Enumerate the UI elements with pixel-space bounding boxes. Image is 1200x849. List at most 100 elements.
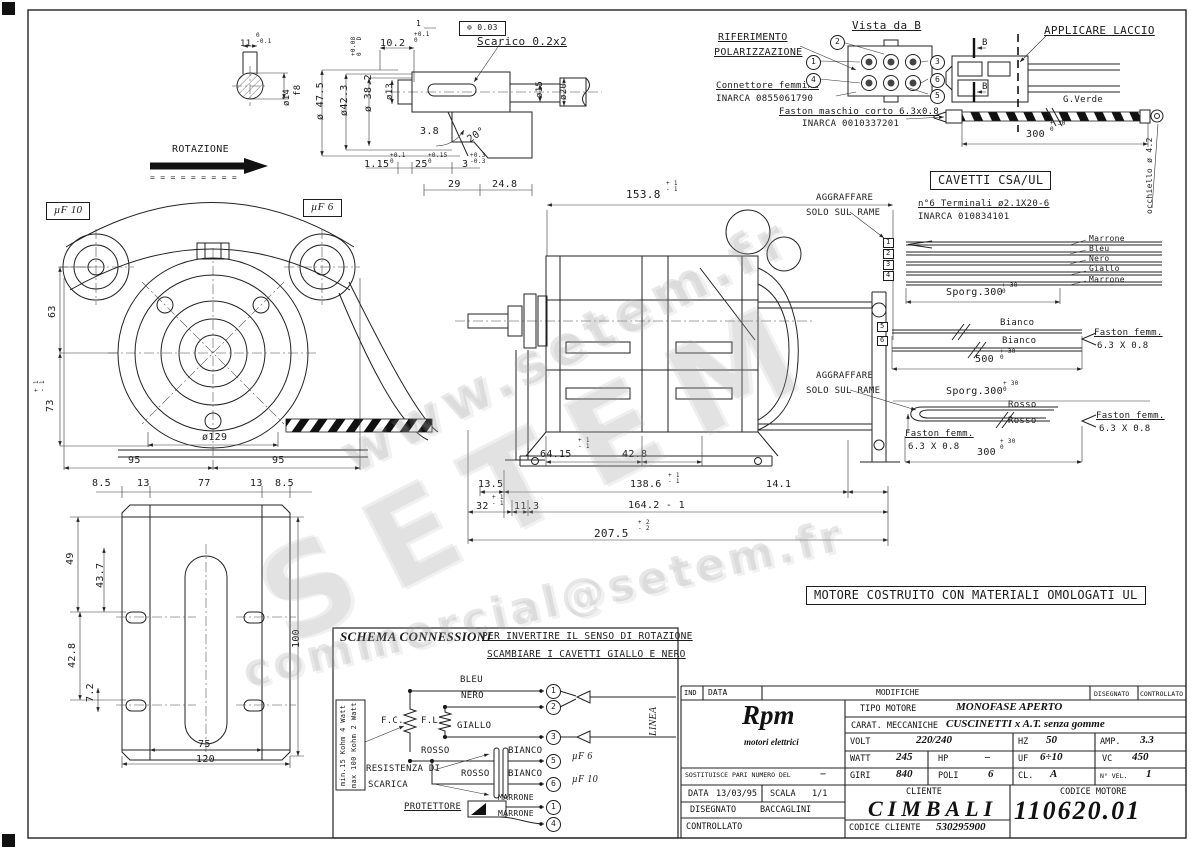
dim-label: 0 -0.1 bbox=[256, 32, 272, 46]
hp-label: HP bbox=[938, 754, 949, 764]
dim-label: 5 bbox=[930, 89, 945, 104]
cl-label: CL. bbox=[1018, 771, 1034, 781]
hp-value: − bbox=[984, 752, 991, 764]
schema-title: SCHEMA CONNESSIONI bbox=[340, 629, 492, 644]
dim-label: ø42.3 bbox=[339, 84, 350, 116]
scala-value: 1/1 bbox=[812, 789, 828, 799]
dim-label: + 1 - 1 bbox=[668, 472, 680, 486]
dim-label: 138.6 bbox=[630, 479, 662, 490]
disegnato-label: DISEGNATO bbox=[690, 805, 737, 815]
dim-label: 3 bbox=[930, 55, 945, 70]
ul-note: MOTORE COSTRUITO CON MATERIALI OMOLOGATI… bbox=[806, 586, 1146, 605]
dim-label: AGGRAFFARE bbox=[816, 371, 874, 381]
dim-label: POLARIZZAZIONE bbox=[714, 47, 803, 58]
dim-label: Faston femm. bbox=[1096, 411, 1165, 421]
dim-label: PROTETTORE bbox=[404, 802, 462, 812]
dim-label: +0.1 0 bbox=[390, 152, 406, 166]
dim-label: 207.5 bbox=[594, 527, 629, 540]
dim-label: ø20 bbox=[559, 82, 569, 100]
dim-label: +0.3 -0.3 bbox=[470, 152, 486, 166]
dim-label: 42.8 bbox=[67, 642, 78, 668]
dim-label: Connettore femmina bbox=[716, 81, 819, 91]
codice-motore-label: CODICE MOTORE bbox=[1060, 787, 1127, 797]
watt-label: WATT bbox=[850, 754, 871, 764]
dim-label: 13 bbox=[137, 478, 150, 489]
dim-label: 75 bbox=[198, 739, 211, 750]
dim-label: AGGRAFFARE bbox=[816, 193, 874, 203]
dim-label: + 30 0 bbox=[1000, 348, 1016, 362]
dim-label: NERO bbox=[461, 691, 484, 701]
dim-label: +0.1 0 bbox=[414, 31, 430, 45]
sostituisce-label: SOSTITUISCE PARI NUMERO DEL bbox=[685, 771, 791, 779]
giri-value: 840 bbox=[896, 768, 913, 780]
cliente-label: CLIENTE bbox=[906, 787, 942, 797]
dim-label: 164.2 - 1 bbox=[628, 500, 685, 511]
linea-label: LINEA bbox=[648, 706, 659, 736]
codice-cliente-label: CODICE CLIENTE bbox=[849, 823, 921, 833]
dim-label: 13.5 bbox=[478, 479, 504, 490]
dim-label: MARRONE bbox=[498, 809, 534, 818]
dim-label: Bianco bbox=[1002, 336, 1037, 346]
dim-label: 11.3 bbox=[514, 501, 540, 512]
dim-label: 43.7 bbox=[95, 562, 106, 588]
disegnato-value: BACCAGLINI bbox=[760, 805, 812, 815]
nvel-value: 1 bbox=[1146, 768, 1152, 780]
dim-label: f8 bbox=[293, 84, 303, 96]
dim-label: 2 bbox=[830, 35, 845, 50]
dim-label: 500 bbox=[975, 354, 994, 365]
dim-label: INARCA 010834101 bbox=[918, 212, 1010, 222]
dim-label: 4 bbox=[546, 817, 561, 832]
applicare-laccio: APPLICARE LACCIO bbox=[1044, 24, 1155, 37]
dim-label: Faston femm. bbox=[905, 429, 974, 439]
dim-label: ROSSO bbox=[421, 746, 450, 756]
codice-motore-value: 110620.01 bbox=[1014, 796, 1142, 825]
dim-label: + 2 - 2 bbox=[638, 519, 650, 533]
dim-label: Faston femm. bbox=[1094, 328, 1163, 338]
amp-label: AMP. bbox=[1100, 737, 1121, 747]
codice-cliente-value: 530295900 bbox=[936, 821, 986, 833]
dim-label: 63 bbox=[47, 305, 58, 318]
dim-label: Rosso bbox=[1008, 416, 1037, 426]
dim-label: +0.15 0 bbox=[428, 152, 448, 166]
dim-label: + 30 0 bbox=[1050, 120, 1066, 134]
scala-label: SCALA bbox=[770, 789, 796, 799]
dim-label: 153.8 bbox=[626, 188, 661, 201]
dim-label: GIALLO bbox=[457, 721, 492, 731]
dim-label: n°6 Terminali ø2.1X20-6 bbox=[918, 199, 1050, 209]
amp-value: 3.3 bbox=[1140, 734, 1154, 746]
tipo-motore-value: MONOFASE APERTO bbox=[956, 701, 1063, 713]
capacitor-10uf: µF 10 bbox=[46, 202, 91, 220]
dim-label: Giallo bbox=[1089, 264, 1120, 273]
dim-label: ø 38.2 bbox=[363, 74, 374, 112]
dim-label: INARCA 0855061790 bbox=[716, 94, 814, 104]
dim-label: 3.8 bbox=[420, 126, 439, 137]
dim-label: 42.8 bbox=[622, 449, 648, 460]
nota-inversione-1: PER INVERTIRE IL SENSO DI ROTAZIONE bbox=[482, 631, 693, 642]
dim-label: µF 6 bbox=[572, 751, 593, 762]
dim-label: 1.15 bbox=[364, 159, 390, 170]
dim-label: ROSSO bbox=[461, 769, 490, 779]
dim-label: RESISTENZA DI bbox=[366, 764, 441, 774]
volt-value: 220/240 bbox=[916, 734, 953, 746]
giri-label: GIRI bbox=[850, 771, 871, 781]
manufacturer-logo: Rpm bbox=[742, 700, 795, 730]
dim-label: F.L. bbox=[421, 716, 444, 726]
rotation-label: ROTAZIONE bbox=[172, 144, 229, 155]
dim-label: 8.5 bbox=[275, 478, 294, 489]
dim-label: + 1 - 1 bbox=[492, 494, 504, 508]
dim-label: SOLO SUL RAME bbox=[806, 208, 881, 218]
dim-label: ø13 bbox=[385, 82, 395, 100]
dim-label: 8.5 bbox=[92, 478, 111, 489]
dim-label: 1 bbox=[883, 238, 894, 248]
tb-modifiche-header: MODIFICHE bbox=[876, 688, 920, 697]
dim-label: µF 10 bbox=[572, 774, 598, 785]
dim-label: 29 bbox=[448, 179, 461, 190]
vc-value: 450 bbox=[1132, 751, 1149, 763]
sostituisce-value: − bbox=[820, 769, 827, 780]
dim-label: Rosso bbox=[1008, 400, 1037, 410]
dim-label: G.Verde bbox=[1063, 95, 1104, 105]
dim-label: 49 bbox=[65, 552, 76, 565]
dim-label: Marrone bbox=[1089, 234, 1125, 243]
carat-label: CARAT. MECCANICHE bbox=[851, 721, 938, 731]
dim-label: Nero bbox=[1089, 254, 1110, 263]
